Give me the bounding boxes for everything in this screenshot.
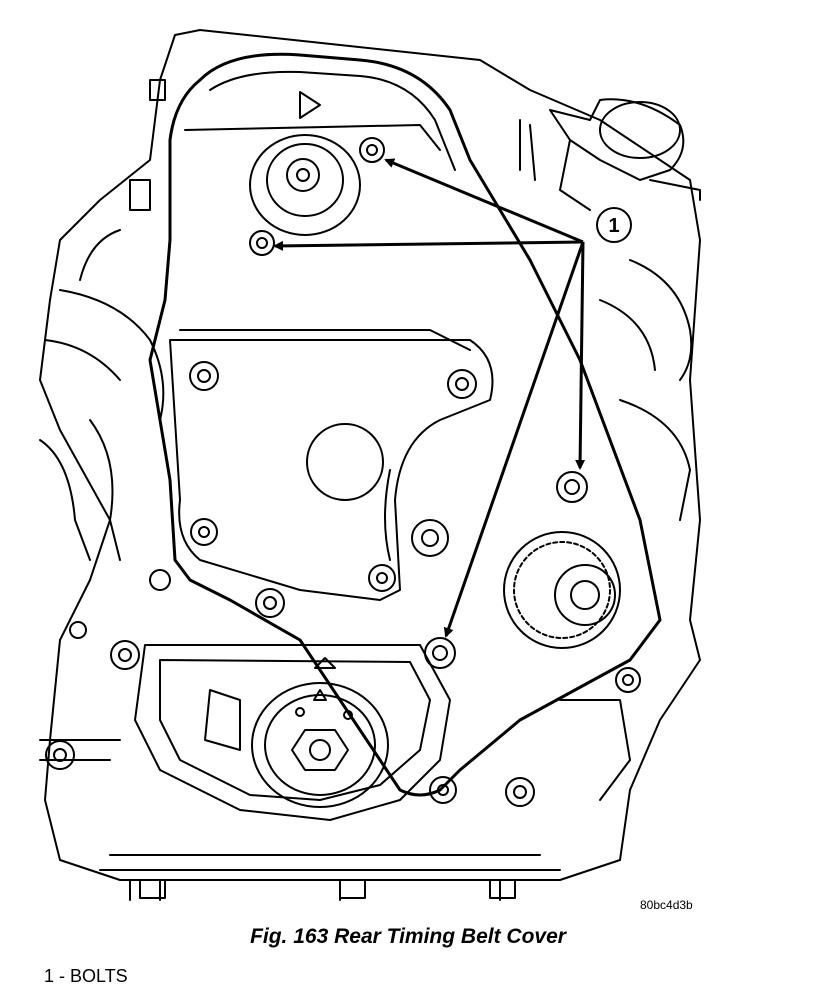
rear-timing-belt-cover [148,52,662,797]
idler-pulley [503,531,621,649]
callout-number: 1 [608,215,619,237]
figure-reference-code: 80bc4d3b [640,898,693,912]
engine-block-outline [39,29,701,901]
figure-caption: Fig. 163 Rear Timing Belt Cover [250,925,566,948]
figure-legend: 1 - BOLTS [44,966,128,986]
callout-leader-lines [273,158,586,638]
callout-1: 1 [596,207,632,243]
oil-pump-housing [134,644,451,821]
cover-bolts [45,137,641,807]
camshaft-hub [249,134,361,236]
crankshaft-sprocket [251,682,389,808]
